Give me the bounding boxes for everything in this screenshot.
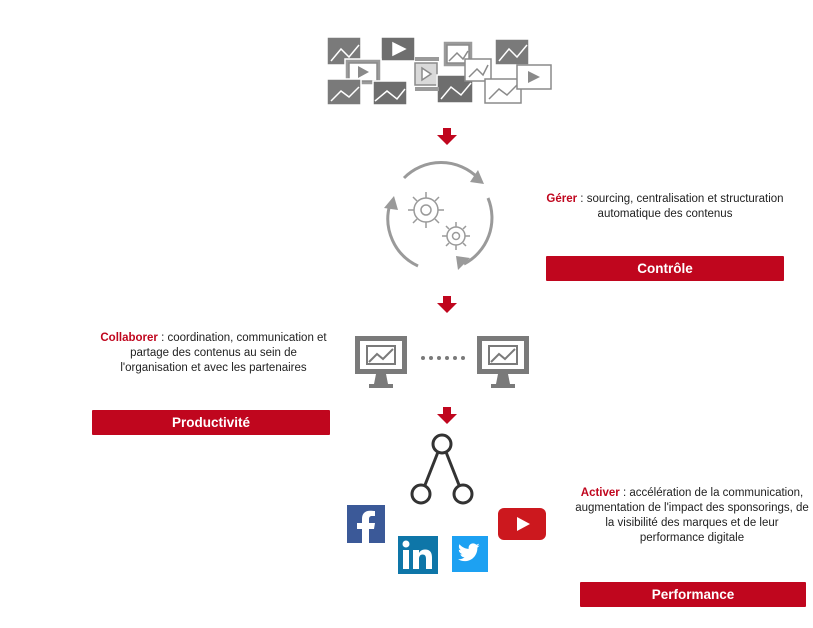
gerer-text: : sourcing, centralisation et structurat…: [577, 193, 784, 220]
share-network-icon: [410, 433, 474, 505]
activer-keyword: Activer: [580, 487, 620, 499]
gerer-description: Gérer : sourcing, centralisation et stru…: [540, 192, 790, 222]
activer-description: Activer : accélération de la communicati…: [572, 486, 812, 546]
gerer-keyword: Gérer: [546, 193, 578, 205]
monitors-sync-icon: [355, 336, 529, 388]
collaborer-text: : coordination, communication et partage…: [120, 332, 327, 374]
controle-banner: Contrôle: [546, 256, 784, 281]
collaborer-description: Collaborer : coordination, communication…: [96, 331, 331, 376]
performance-banner: Performance: [580, 582, 806, 607]
media-collage-icon: [326, 36, 552, 106]
down-arrow-icon: [437, 128, 457, 145]
collaborer-keyword: Collaborer: [100, 332, 158, 344]
down-arrow-icon: [437, 407, 457, 424]
down-arrow-icon: [437, 296, 457, 313]
activer-text: : accélération de la communication, augm…: [575, 487, 809, 544]
youtube-icon: [498, 508, 546, 540]
productivite-banner: Productivité: [92, 410, 330, 435]
gears-cycle-icon: [384, 161, 494, 270]
facebook-icon: [347, 505, 385, 543]
linkedin-icon: [398, 536, 438, 574]
twitter-icon: [452, 536, 488, 572]
